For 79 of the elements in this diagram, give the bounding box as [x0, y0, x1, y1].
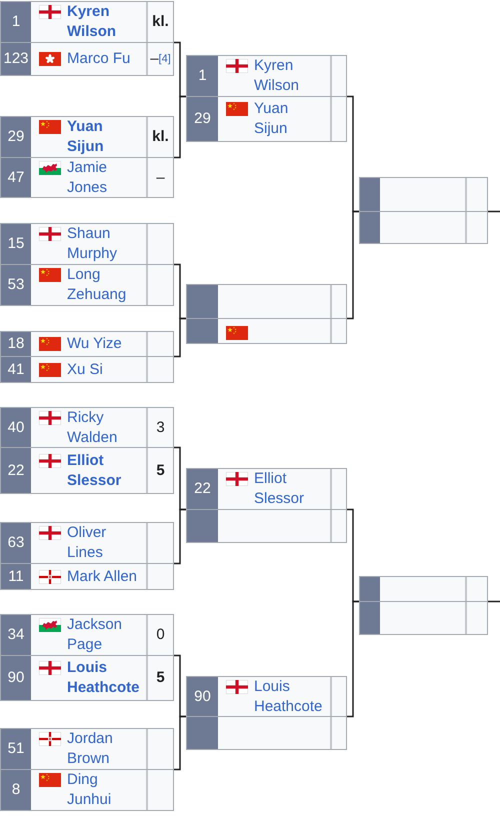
- seed-cell: 90: [187, 677, 218, 716]
- seed-cell: 90: [1, 656, 31, 700]
- player-row: [187, 716, 346, 749]
- bracket-line: [174, 318, 186, 358]
- score-cell: –: [146, 158, 173, 197]
- seed-cell: 8: [1, 770, 31, 810]
- bracket-line: [347, 210, 359, 320]
- player-name: Xu Si: [67, 360, 103, 380]
- player-name: Oliver Lines: [67, 523, 108, 563]
- player-name: Long Zehuang: [67, 265, 128, 305]
- player-name: Elliot Slessor: [254, 469, 306, 509]
- match-card: [0, 614, 174, 701]
- seed-cell: 22: [187, 469, 218, 509]
- seed-cell: 1: [187, 56, 218, 96]
- player-row: [187, 318, 346, 343]
- seed-cell: 63: [1, 523, 31, 563]
- seed-cell: 18: [1, 332, 31, 356]
- player-name: Shaun Murphy: [67, 224, 118, 264]
- seed-cell: 22: [1, 448, 31, 493]
- player-row: [1, 563, 173, 589]
- player-name: Yuan Sijun: [67, 117, 105, 157]
- match-card: [0, 331, 174, 383]
- seed-cell: 29: [187, 97, 218, 141]
- match-card: [186, 55, 347, 142]
- seed-cell: 40: [1, 408, 31, 447]
- player-row: [1, 769, 173, 810]
- seed-cell: 11: [1, 564, 31, 589]
- match-card: [0, 223, 174, 306]
- match-card: [0, 522, 174, 590]
- match-card: [186, 468, 347, 543]
- bracket-line: [174, 508, 186, 564]
- player-name: Louis Heathcote: [67, 658, 140, 698]
- player-name: Yuan Sijun: [254, 99, 290, 139]
- match-card: [0, 407, 174, 494]
- seed-cell: 53: [1, 265, 31, 305]
- player-name: Jordan Brown: [67, 729, 114, 769]
- bracket-line: [347, 600, 359, 718]
- player-name: Marco Fu: [67, 49, 130, 69]
- seed-cell: 1: [1, 2, 31, 42]
- player-name: Louis Heathcote: [254, 676, 324, 716]
- bracket-line: [488, 210, 500, 212]
- seed-cell: 47: [1, 158, 31, 197]
- match-card: [359, 576, 488, 635]
- match-card: [0, 1, 174, 76]
- bracket-line: [174, 96, 186, 158]
- player-row: [360, 601, 487, 634]
- seed-cell: 34: [1, 615, 31, 655]
- seed-cell: 123: [1, 43, 31, 75]
- match-card: [186, 284, 347, 344]
- player-row: [187, 96, 346, 141]
- match-card: [0, 728, 174, 811]
- player-row: [187, 509, 346, 542]
- player-name: Jackson Page: [67, 615, 124, 655]
- player-name: Jamie Jones: [67, 158, 108, 198]
- bracket-line: [174, 716, 186, 770]
- player-row: [360, 211, 487, 243]
- player-name: Kyren Wilson: [254, 56, 300, 96]
- player-name: Mark Allen: [67, 566, 138, 586]
- player-row: [1, 356, 173, 382]
- score-cell: 5: [146, 656, 173, 700]
- player-name: Elliot Slessor: [67, 450, 122, 490]
- seed-cell: 41: [1, 357, 31, 382]
- player-name: Ding Junhui: [67, 770, 112, 810]
- player-row: [1, 157, 173, 197]
- player-name: Kyren Wilson: [67, 2, 118, 42]
- bracket-line: [488, 600, 500, 602]
- seed-cell: 29: [1, 117, 31, 157]
- match-card: [186, 676, 347, 750]
- player-name: Wu Yize: [67, 334, 122, 354]
- player-row: [1, 447, 173, 493]
- player-name: Ricky Walden: [67, 408, 118, 448]
- seed-cell: 51: [1, 729, 31, 769]
- player-row: [1, 655, 173, 700]
- score-cell: 5: [146, 448, 173, 493]
- match-card: [0, 116, 174, 198]
- player-row: [1, 264, 173, 305]
- seed-cell: 15: [1, 224, 31, 264]
- player-row: [1, 42, 173, 75]
- match-card: [359, 177, 488, 244]
